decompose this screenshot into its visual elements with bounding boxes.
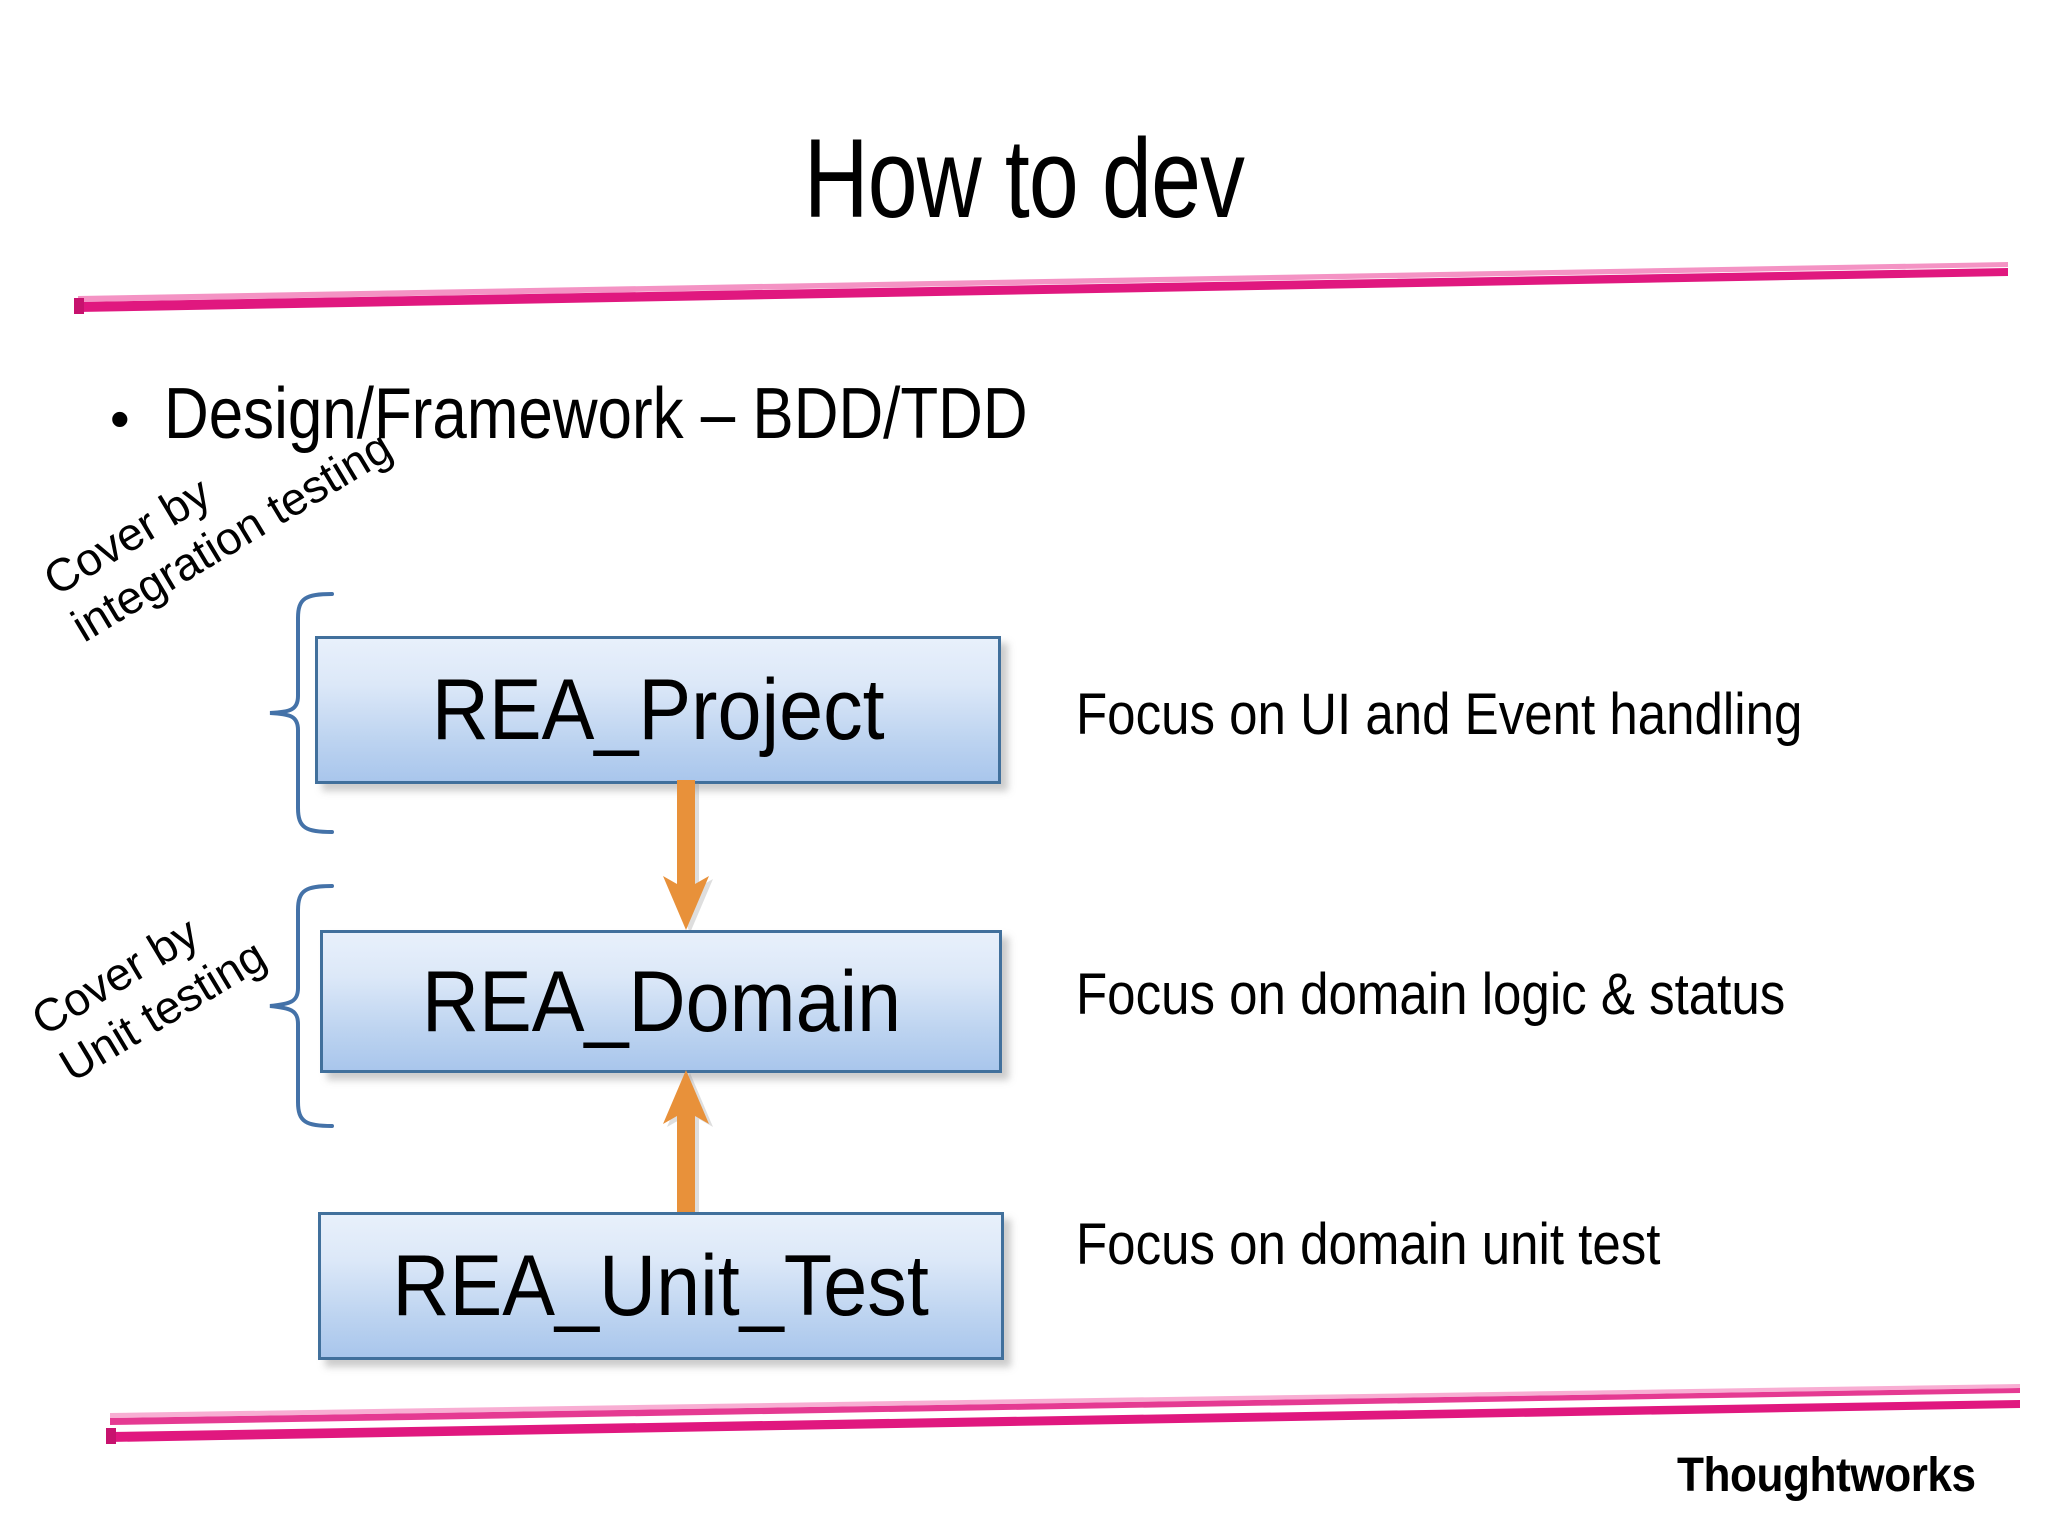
description-rea-project: Focus on UI and Event handling [1076,682,1803,747]
coverage-label-unit: Cover by Unit testing [22,906,275,1092]
arrow-unit-test-to-domain-icon [620,1068,760,1221]
node-label-rea-unit-test: REA_Unit_Test [392,1238,930,1334]
node-label-rea-domain: REA_Domain [421,953,901,1050]
description-rea-domain: Focus on domain logic & status [1076,962,1786,1027]
top-divider-rule [0,240,2048,330]
node-label-rea-project: REA_Project [431,662,885,758]
footer-brand: Thoughtworks [1677,1449,1976,1502]
description-rea-unit-test: Focus on domain unit test [1076,1212,1661,1277]
node-box-rea-unit-test[interactable]: REA_Unit_Test [318,1212,1004,1360]
bullet-text: Design/Framework – BDD/TDD [163,374,1028,454]
bullet-marker-icon: • [110,387,130,450]
page-title: How to dev [803,116,1245,241]
node-box-rea-domain[interactable]: REA_Domain [320,930,1002,1073]
node-box-rea-project[interactable]: REA_Project [315,636,1001,784]
arrow-project-to-domain-icon [620,780,760,936]
bullet-row: • Design/Framework – BDD/TDD [110,378,1168,450]
